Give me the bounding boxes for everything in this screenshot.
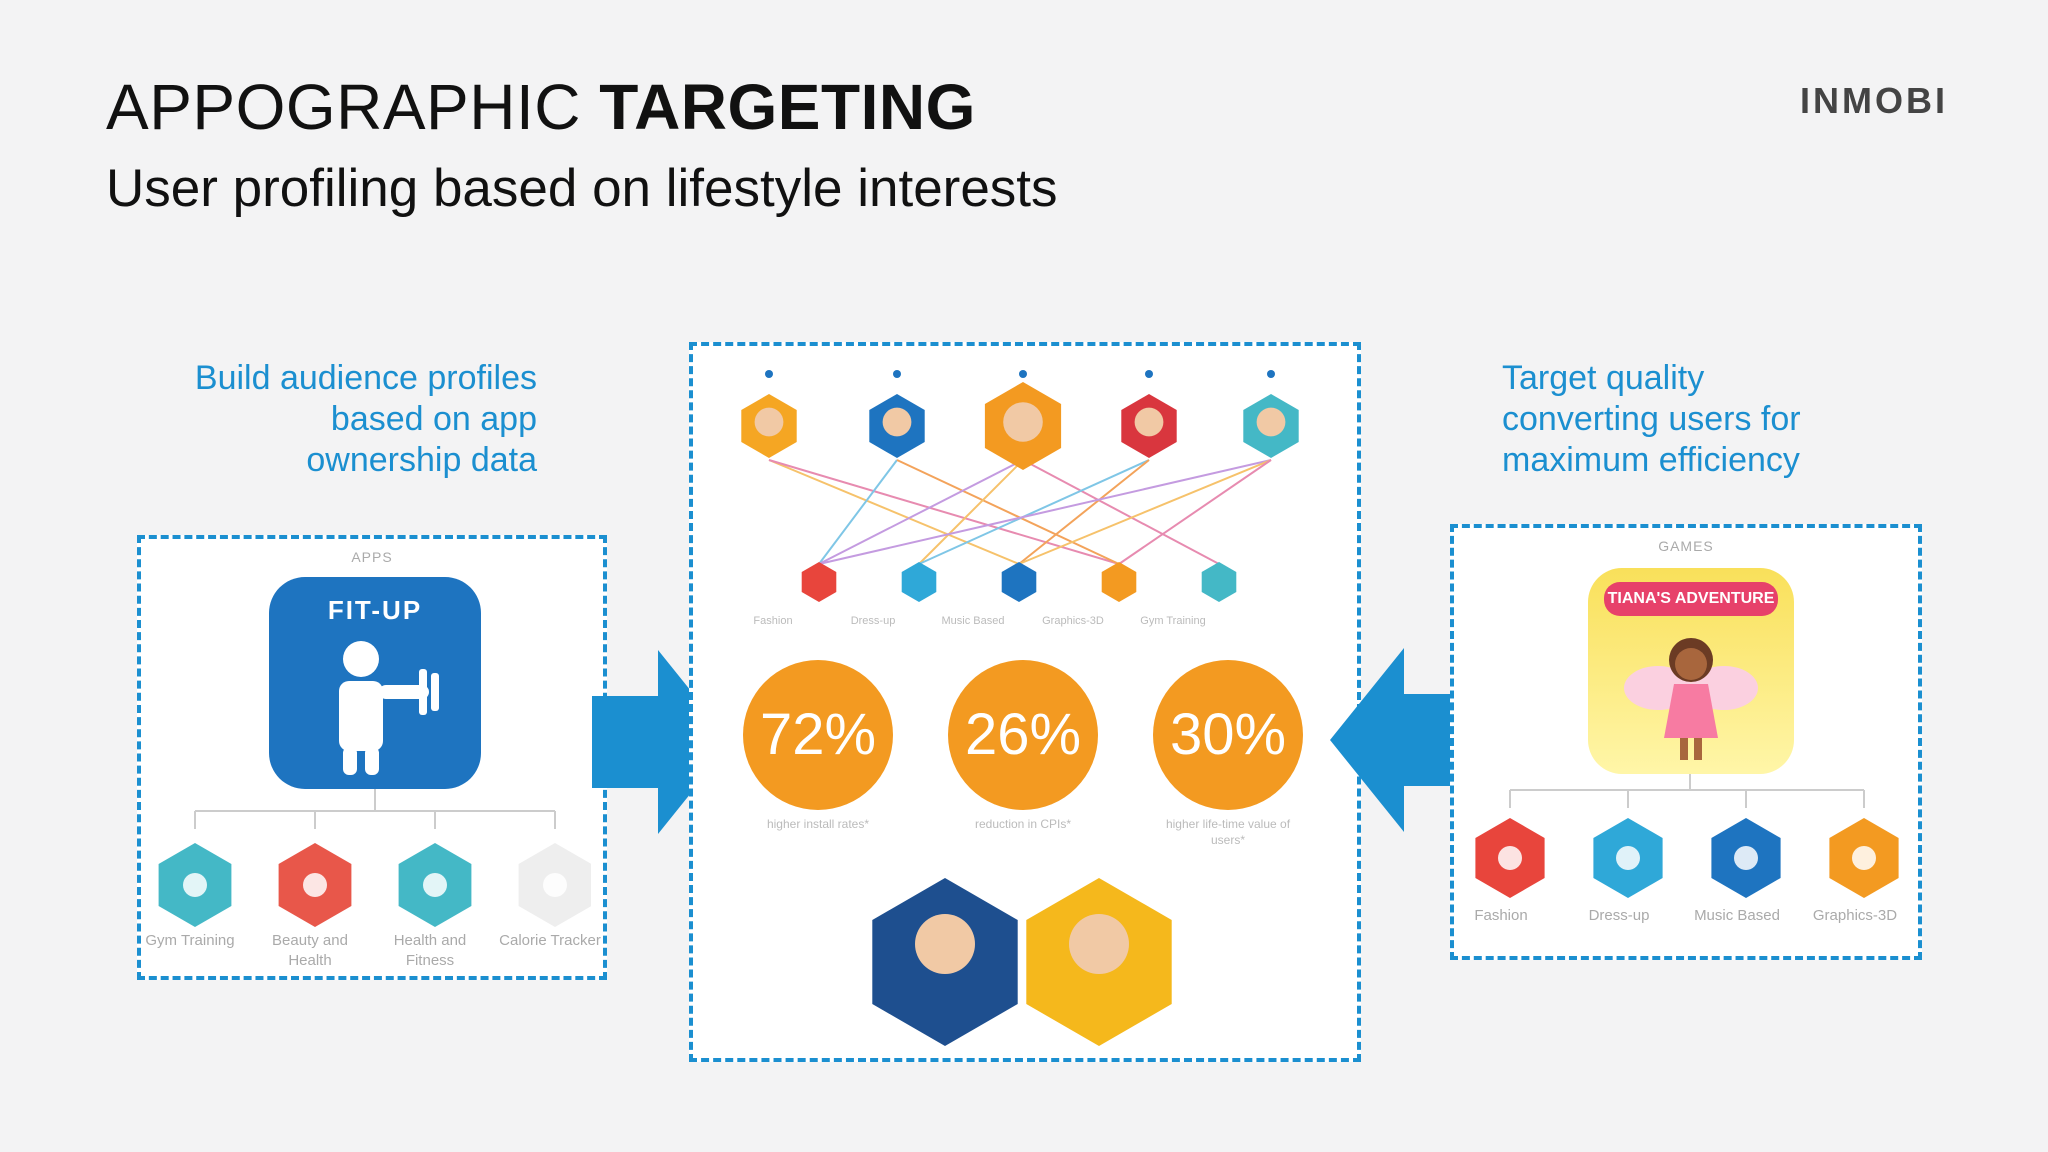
user-dot <box>893 370 901 378</box>
stat-caption: reduction in CPIs* <box>974 817 1072 831</box>
interest-hex-icon <box>1001 562 1037 602</box>
stat-caption: higher life-time value of users* <box>1165 817 1291 847</box>
fitness-person-icon <box>339 641 439 775</box>
left-pointing-arrow-icon <box>1330 648 1470 832</box>
connection-line <box>818 459 898 565</box>
games-subcategory-hexes <box>1475 818 1899 898</box>
interest-label: Music Based <box>941 615 1005 627</box>
girl-fairy-icon <box>1624 638 1758 760</box>
interest-hex-icon <box>801 562 837 602</box>
games-panel: GAMES TIANA'S ADVENTURE Fashion Dress-up… <box>1450 524 1922 960</box>
apps-heading: APPS <box>351 549 393 565</box>
stat-cpi-reduction: 26% <box>948 660 1098 810</box>
right-caption: Target quality converting users for maxi… <box>1502 358 1922 481</box>
connection-line <box>768 459 1020 565</box>
interest-label: Fashion <box>753 615 793 627</box>
left-caption: Build audience profiles based on app own… <box>150 358 537 481</box>
dumbbell-heart-icon-glyph <box>423 873 447 897</box>
connection-line <box>1022 459 1220 565</box>
3d-glasses-icon-glyph <box>1852 846 1876 870</box>
left-caption-line: ownership data <box>306 441 537 479</box>
apps-sub-label: Gym Training <box>145 932 235 949</box>
title-bold: TARGETING <box>599 71 976 143</box>
interest-hex-icon <box>1201 562 1237 602</box>
stat-install-rate: 72% <box>743 660 893 810</box>
heart-icon-glyph <box>543 873 567 897</box>
games-heading: GAMES <box>1658 538 1714 554</box>
user-face <box>1003 402 1043 442</box>
interest-label: Gym Training <box>1140 615 1206 627</box>
right-caption-line: maximum efficiency <box>1502 441 1800 479</box>
inmobi-logo: INMOBI <box>1800 80 1948 121</box>
connection-line <box>1018 459 1150 565</box>
connection-line <box>1018 459 1272 565</box>
user-face <box>1134 407 1164 437</box>
interest-label: Graphics-3D <box>1042 615 1104 627</box>
right-caption-line: Target quality <box>1502 359 1705 397</box>
dumbbell-icon-glyph <box>183 873 207 897</box>
apps-sub-label: Calorie Tracker <box>499 932 601 949</box>
fit-up-app-icon: FIT-UP <box>269 577 481 789</box>
connection-line <box>818 459 1272 565</box>
apps-sub-label: Health and Fitness <box>393 932 467 969</box>
center-profile-panel: Fashion Dress-up Music Based Graphics-3D… <box>689 342 1361 1062</box>
apps-panel: APPS FIT-UP Gym Training Beauty and Heal… <box>137 535 607 980</box>
right-caption-line: converting users for <box>1502 400 1801 438</box>
connection-line <box>918 459 1150 565</box>
connection-line <box>896 459 1120 565</box>
games-sub-label: Music Based <box>1694 907 1780 924</box>
user-dot <box>1145 370 1153 378</box>
right-pointing-arrow-icon <box>592 650 732 834</box>
apps-subcategory-hexes <box>158 843 591 927</box>
mirror-heart-icon-glyph <box>303 873 327 897</box>
slide-subtitle: User profiling based on lifestyle intere… <box>106 159 1058 218</box>
user-dot <box>765 370 773 378</box>
interest-hex-icon <box>901 562 937 602</box>
game-name: TIANA'S ADVENTURE <box>1604 582 1778 616</box>
user-face <box>754 407 784 437</box>
music-note-icon-glyph <box>1734 846 1758 870</box>
user-face <box>882 407 912 437</box>
featured-users <box>872 878 1172 1046</box>
games-sub-label: Fashion <box>1474 907 1528 924</box>
title-light: APPOGRAPHIC <box>106 71 581 143</box>
featured-user-face <box>915 914 975 974</box>
games-tree-lines <box>1509 774 1865 808</box>
high-heel-icon-glyph <box>1498 846 1522 870</box>
left-caption-line: Build audience profiles <box>194 359 537 397</box>
games-sub-label: Dress-up <box>1588 907 1650 924</box>
mask-icon-glyph <box>1616 846 1640 870</box>
user-face <box>1256 407 1286 437</box>
connection-line <box>818 459 1024 565</box>
interest-hex-icon <box>1101 562 1137 602</box>
slide-title: APPOGRAPHIC TARGETING <box>106 70 976 144</box>
connection-line <box>918 459 1024 565</box>
user-dot <box>1267 370 1275 378</box>
user-interest-network <box>741 370 1299 602</box>
left-caption-line: based on app <box>330 400 537 438</box>
games-sub-label: Graphics-3D <box>1812 907 1898 924</box>
interest-label: Dress-up <box>850 615 896 627</box>
stat-caption: higher install rates* <box>766 817 870 831</box>
featured-user-face <box>1069 914 1129 974</box>
user-dot <box>1019 370 1027 378</box>
apps-sub-label: Beauty and Health <box>272 932 348 969</box>
stat-lifetime-value: 30% <box>1153 660 1303 810</box>
app-name: FIT-UP <box>327 595 423 625</box>
tianas-adventure-game-icon: TIANA'S ADVENTURE <box>1588 568 1794 774</box>
connection-line <box>1118 459 1272 565</box>
apps-tree-lines <box>194 789 556 829</box>
connection-line <box>768 459 1120 565</box>
